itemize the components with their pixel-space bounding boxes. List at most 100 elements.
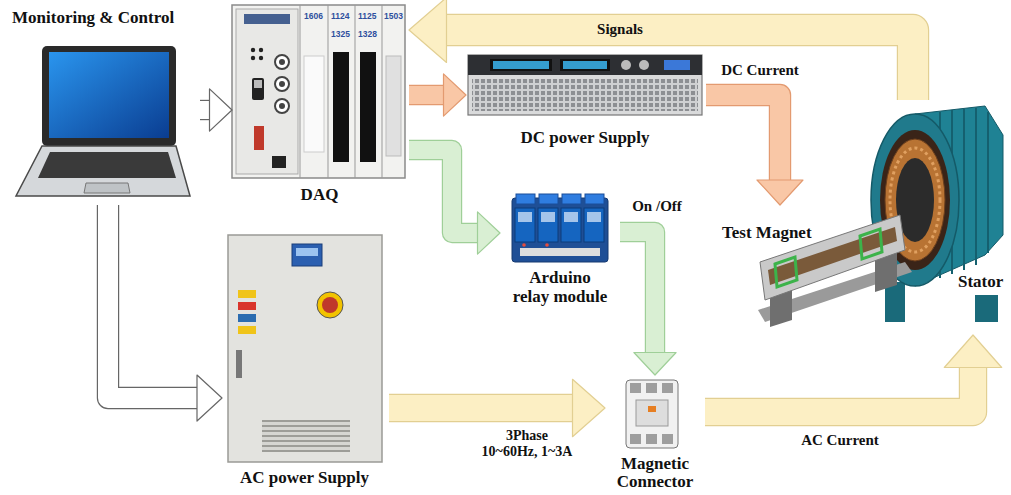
flow-label: AC Current [794, 432, 886, 449]
relay-module-illustration-part [539, 194, 558, 204]
device-node: Magnetic Connector [605, 375, 705, 494]
arrow-head [478, 212, 501, 254]
contactor-illustration-part [636, 400, 668, 426]
contactor-illustration-part [626, 380, 678, 448]
dc-supply-illustration-part [639, 60, 649, 70]
device-label: Test Magnet [722, 223, 842, 242]
module-number: 1503 [384, 12, 403, 21]
arrow-body [705, 367, 973, 413]
ac-supply-cabinet-illustration-part [228, 235, 382, 462]
daq-chassis-illustration-part [259, 56, 263, 60]
device-node: Arduino relay module [500, 192, 620, 310]
relay-module-illustration-part [584, 208, 604, 242]
device-label: Arduino relay module [511, 268, 609, 306]
daq-chassis-illustration-part [386, 56, 401, 156]
daq-chassis-illustration-part [360, 52, 376, 162]
daq-chassis-illustration-part [382, 5, 383, 178]
arrow-outline [446, 30, 914, 100]
relay-module-illustration-part [562, 194, 581, 204]
stator-illustration-part [963, 109, 965, 270]
flow-label: 3Phase 10~60Hz, 1~3A [478, 428, 576, 460]
daq-chassis-illustration-part [251, 48, 255, 52]
flow-arrow [706, 95, 803, 205]
relay-module-illustration-part [518, 212, 532, 222]
arrow-head [944, 335, 1001, 368]
stator-illustration-part [885, 282, 905, 322]
relay-module-illustration-part [522, 243, 526, 247]
stator-illustration-part [987, 112, 989, 253]
device-label: Stator [958, 272, 1006, 291]
daq-chassis-illustration-part [254, 126, 264, 150]
ac-supply-cabinet-illustration-part [238, 302, 256, 310]
flow-arrow [389, 379, 605, 436]
relay-module-illustration-part [515, 208, 535, 242]
flow-arrow [108, 205, 222, 421]
ac-supply-cabinet-illustration-part [236, 350, 242, 378]
dc-supply-illustration-part [472, 79, 698, 111]
ac-supply-cabinet-illustration-part [238, 314, 256, 322]
flow-label: Signals [585, 21, 655, 38]
arrow-body [620, 232, 655, 354]
arrow-body [389, 395, 574, 421]
arrow-outline [705, 367, 973, 413]
contactor-illustration-part [646, 434, 657, 444]
relay-module-illustration-part [587, 212, 601, 222]
device-label: AC power Supply [222, 468, 387, 487]
dc-supply-illustration-part [563, 61, 607, 69]
device-node: AC power Supply [222, 232, 389, 492]
arrow-body [446, 30, 914, 100]
arrow-outline [409, 150, 479, 233]
device-node: Monitoring & Control [8, 8, 200, 205]
flow-label: On /Off [626, 198, 688, 215]
arrow-head [573, 379, 606, 436]
device-node: Test Magnet [720, 205, 910, 335]
arrow-outline [706, 95, 780, 181]
stator-illustration-part [975, 108, 977, 265]
contactor-illustration-part [662, 434, 673, 444]
dc-supply-illustration-part [468, 55, 702, 115]
flow-arrow [409, 150, 500, 254]
stator-illustration-part [975, 295, 998, 322]
module-number: 1325 [331, 30, 350, 39]
arrow-head [634, 353, 676, 376]
daq-chassis-illustration-part [272, 156, 286, 168]
arrow-body [108, 205, 198, 398]
arrow-head [757, 180, 803, 205]
ac-supply-cabinet-illustration-part [262, 420, 350, 452]
arrow-head [409, 0, 447, 63]
ac-supply-cabinet-illustration-part [317, 292, 343, 318]
relay-module-illustration-part [512, 198, 608, 262]
module-number: 1328 [358, 30, 377, 39]
arrow-outline [108, 205, 198, 398]
daq-chassis-illustration-part [244, 14, 290, 24]
ac-supply-cabinet-illustration-part [238, 290, 256, 298]
device-label: Magnetic Connector [610, 455, 700, 492]
ac-supply-cabinet-illustration-part [322, 297, 338, 313]
contactor-illustration-part [630, 434, 641, 444]
flow-arrow [200, 89, 232, 131]
relay-module-illustration [512, 194, 608, 262]
daq-chassis-illustration-part [275, 55, 289, 69]
arrow-body [409, 86, 445, 104]
arrow-head [210, 89, 233, 131]
ac-supply-cabinet-illustration-part [296, 248, 318, 256]
relay-module-illustration-part [561, 208, 581, 242]
flow-arrow [620, 232, 676, 375]
arrow-outline [620, 232, 655, 354]
arrow-outline [389, 394, 574, 422]
dc-supply-illustration-part [468, 55, 702, 75]
module-number: 1606 [304, 12, 323, 21]
daq-chassis-illustration [232, 5, 405, 178]
daq-chassis-illustration-part [279, 59, 285, 65]
laptop-illustration-part [49, 52, 169, 138]
daq-chassis-illustration-part [304, 56, 324, 152]
ac-supply-cabinet-illustration-part [292, 244, 322, 266]
dc-supply-illustration-part [621, 60, 631, 70]
module-number: 1124 [331, 12, 349, 21]
daq-chassis-illustration-part [252, 78, 264, 100]
contactor-illustration [626, 380, 678, 448]
ac-supply-cabinet-illustration [228, 235, 382, 462]
laptop-illustration [16, 46, 190, 196]
